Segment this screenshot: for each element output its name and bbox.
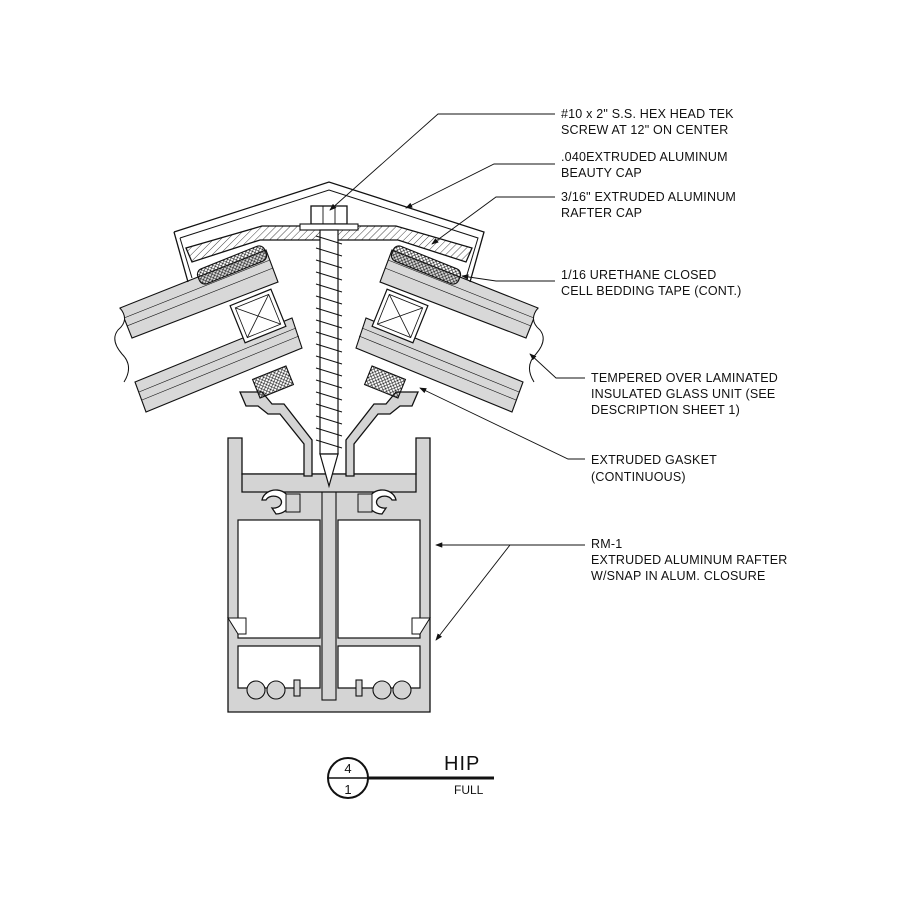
detail-scale: FULL [454, 783, 484, 797]
bedding-tape [196, 245, 462, 285]
callout-rafter-line3: W/SNAP IN ALUM. CLOSURE [591, 569, 766, 583]
extruded-gasket-right [345, 365, 419, 477]
callout-bedding-tape-line2: CELL BEDDING TAPE (CONT.) [561, 284, 742, 298]
callout-beauty-cap-line2: BEAUTY CAP [561, 166, 642, 180]
callout-rafter-cap-line2: RAFTER CAP [561, 206, 642, 220]
callout-bedding-tape-line1: 1/16 URETHANE CLOSED [561, 268, 716, 282]
callout-rafter-line1: RM-1 [591, 537, 622, 551]
callout-glass-unit-line2: INSULATED GLASS UNIT (SEE [591, 387, 775, 401]
callout-glass-unit-line3: DESCRIPTION SHEET 1) [591, 403, 740, 417]
sheet-number: 1 [344, 782, 351, 797]
callout-beauty-cap-line1: .040EXTRUDED ALUMINUM [561, 150, 728, 164]
callout-glass-unit-line1: TEMPERED OVER LAMINATED [591, 371, 778, 385]
callout-rafter-cap: 3/16" EXTRUDED ALUMINUM RAFTER CAP [561, 190, 736, 220]
callout-screw-line1: #10 x 2" S.S. HEX HEAD TEK [561, 107, 734, 121]
callout-rafter-cap-line1: 3/16" EXTRUDED ALUMINUM [561, 190, 736, 204]
callout-bedding-tape: 1/16 URETHANE CLOSED CELL BEDDING TAPE (… [561, 268, 742, 298]
callout-rafter-line2: EXTRUDED ALUMINUM RAFTER [591, 553, 787, 567]
detail-title-block: 4 1 HIP FULL [327, 753, 494, 799]
detail-title: HIP [444, 753, 480, 775]
callout-screw-line2: SCREW AT 12" ON CENTER [561, 123, 728, 137]
glass-unit-left [114, 249, 303, 413]
leader-lines [329, 113, 585, 641]
callout-gasket-line2: (CONTINUOUS) [591, 470, 686, 484]
callout-rafter: RM-1 EXTRUDED ALUMINUM RAFTER W/SNAP IN … [591, 537, 787, 583]
callout-gasket-line1: EXTRUDED GASKET [591, 453, 717, 467]
callout-glass-unit: TEMPERED OVER LAMINATED INSULATED GLASS … [591, 371, 778, 417]
extruded-gasket-left [239, 365, 313, 477]
tek-screw [299, 205, 359, 489]
aluminum-rafter [227, 437, 431, 713]
callout-beauty-cap: .040EXTRUDED ALUMINUM BEAUTY CAP [561, 150, 728, 180]
callout-gasket: EXTRUDED GASKET (CONTINUOUS) [591, 453, 717, 484]
detail-number: 4 [344, 761, 351, 776]
callout-screw: #10 x 2" S.S. HEX HEAD TEK SCREW AT 12" … [561, 107, 734, 137]
glass-unit-right [355, 249, 544, 413]
